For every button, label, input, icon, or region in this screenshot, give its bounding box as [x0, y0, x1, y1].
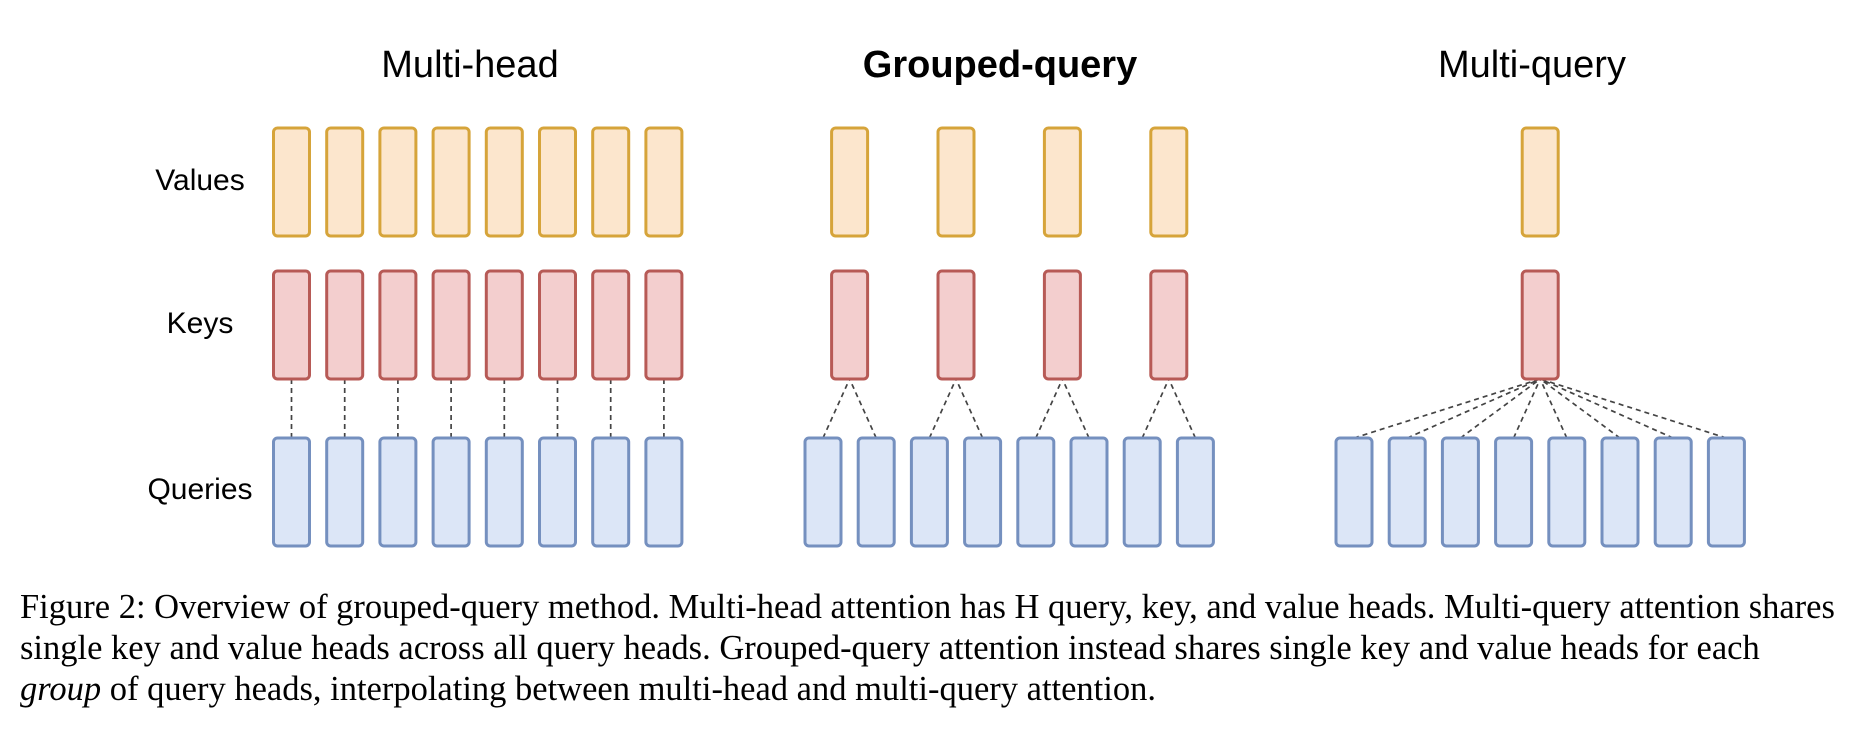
- multi-query-query-head-2: [1387, 436, 1427, 548]
- grouped-query-query-head-7: [1122, 436, 1162, 548]
- grouped-query-query-head-8: [1175, 436, 1215, 548]
- grouped-query-key-head-4: [1149, 269, 1189, 381]
- grouped-query-key-head-3: [1042, 269, 1082, 381]
- multi-head-key-head-3: [378, 269, 418, 381]
- grouped-query-query-head-6: [1069, 436, 1109, 548]
- multi-head-query-head-6: [538, 436, 577, 548]
- head-connectors: [290, 378, 1727, 439]
- multi-query-query-head-5: [1547, 436, 1587, 548]
- multi-head-value-head-1: [272, 126, 311, 238]
- multi-head-query-head-1: [272, 436, 311, 548]
- multi-query-connector-5: [1539, 378, 1568, 439]
- multi-query-query-head-4: [1494, 436, 1534, 548]
- panel-title-multi-query: Multi-query: [1438, 44, 1626, 86]
- multi-head-value-head-2: [325, 126, 365, 238]
- multi-query-connector-6: [1539, 378, 1621, 439]
- grouped-query-connector-8: [1168, 378, 1197, 439]
- grouped-query-connector-1: [822, 378, 851, 439]
- multi-head-query-head-7: [591, 436, 631, 548]
- multi-query-query-head-1: [1334, 436, 1374, 548]
- grouped-query-value-head-3: [1042, 126, 1082, 238]
- multi-head-query-head-2: [325, 436, 365, 548]
- grouped-query-query-head-3: [909, 436, 949, 548]
- grouped-query-connector-5: [1035, 378, 1064, 439]
- multi-query-connector-1: [1353, 378, 1541, 439]
- multi-query-connector-3: [1459, 378, 1541, 439]
- grouped-query-connector-2: [848, 378, 877, 439]
- grouped-query-value-head-1: [830, 126, 870, 238]
- multi-query-connector-7: [1539, 378, 1674, 439]
- panel-title-multi-head: Multi-head: [381, 44, 558, 86]
- caption-emphasis-group: group: [20, 670, 102, 708]
- caption-text-end: of query heads, interpolating between mu…: [101, 670, 1156, 708]
- grouped-query-key-head-1: [830, 269, 870, 381]
- multi-query-query-head-3: [1440, 436, 1480, 548]
- multi-head-value-head-4: [431, 126, 471, 238]
- multi-head-key-head-7: [591, 269, 631, 381]
- grouped-query-connector-7: [1141, 378, 1170, 439]
- figure-caption: Figure 2: Overview of grouped-query meth…: [20, 587, 1840, 710]
- grouped-query-connector-6: [1061, 378, 1090, 439]
- grouped-query-query-head-4: [963, 436, 1003, 548]
- attention-heads: [272, 126, 1746, 548]
- multi-head-key-head-8: [644, 269, 684, 381]
- multi-query-key-head-1: [1520, 269, 1560, 381]
- grouped-query-value-head-2: [936, 126, 976, 238]
- multi-head-value-head-3: [378, 126, 418, 238]
- grouped-query-query-head-1: [803, 436, 843, 548]
- multi-head-key-head-6: [538, 269, 577, 381]
- multi-head-key-head-1: [272, 269, 311, 381]
- multi-query-query-head-6: [1600, 436, 1640, 548]
- multi-query-query-head-8: [1706, 436, 1746, 548]
- multi-head-key-head-5: [484, 269, 524, 381]
- multi-head-query-head-8: [644, 436, 684, 548]
- grouped-query-query-head-2: [856, 436, 896, 548]
- row-label-keys: Keys: [167, 307, 234, 340]
- grouped-query-connector-3: [928, 378, 957, 439]
- grouped-query-connector-4: [955, 378, 984, 439]
- multi-head-value-head-5: [484, 126, 524, 238]
- row-label-queries: Queries: [147, 473, 252, 506]
- multi-query-query-head-7: [1653, 436, 1693, 548]
- multi-query-connector-2: [1406, 378, 1541, 439]
- multi-query-connector-8: [1539, 378, 1727, 439]
- multi-query-connector-4: [1512, 378, 1541, 439]
- multi-head-value-head-8: [644, 126, 684, 238]
- multi-head-key-head-4: [431, 269, 471, 381]
- multi-head-query-head-4: [431, 436, 471, 548]
- multi-head-value-head-7: [591, 126, 631, 238]
- grouped-query-key-head-2: [936, 269, 976, 381]
- multi-head-key-head-2: [325, 269, 365, 381]
- multi-head-query-head-5: [484, 436, 524, 548]
- grouped-query-value-head-4: [1149, 126, 1189, 238]
- multi-head-query-head-3: [378, 436, 418, 548]
- panel-title-grouped-query: Grouped-query: [863, 44, 1137, 86]
- row-label-values: Values: [155, 164, 245, 197]
- gqa-diagram: Multi-head Grouped-query Multi-query Val…: [147, 44, 1746, 548]
- multi-query-value-head-1: [1520, 126, 1560, 238]
- caption-text-start: Figure 2: Overview of grouped-query meth…: [20, 588, 1835, 667]
- grouped-query-query-head-5: [1016, 436, 1056, 548]
- multi-head-value-head-6: [538, 126, 577, 238]
